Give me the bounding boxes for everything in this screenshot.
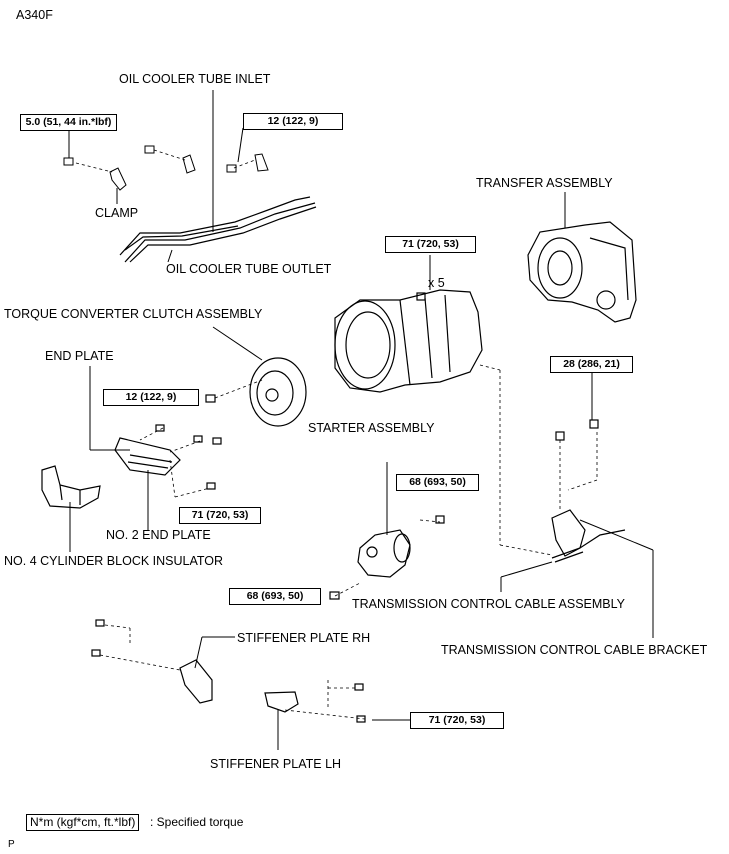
label-clamp: CLAMP bbox=[95, 206, 139, 220]
label-no2-end-plate: NO. 2 END PLATE bbox=[106, 528, 211, 542]
torque-box-starter-bolt: 68 (693, 50) bbox=[229, 588, 321, 605]
stiffener-plates-shape bbox=[91, 619, 366, 723]
cable-bracket-shape bbox=[551, 419, 626, 563]
label-transmission-control-cable-assembly: TRANSMISSION CONTROL CABLE ASSEMBLY bbox=[352, 597, 625, 611]
leader-lines bbox=[68, 90, 654, 750]
model-code: A340F bbox=[16, 8, 53, 22]
label-no4-cylinder-block-insulator: NO. 4 CYLINDER BLOCK INSULATOR bbox=[4, 554, 224, 568]
insulator-shape bbox=[41, 465, 101, 509]
label-oil-cooler-tube-outlet: OIL COOLER TUBE OUTLET bbox=[166, 262, 332, 276]
oil-cooler-tubes bbox=[119, 196, 317, 263]
legend-unit-box: N*m (kgf*cm, ft.*lbf) bbox=[26, 814, 140, 831]
end-plates-shape bbox=[114, 424, 222, 490]
torque-box-clamp-bolt: 5.0 (51, 44 in.*lbf) bbox=[20, 114, 117, 131]
starter-shape bbox=[329, 515, 445, 600]
tube-clamps bbox=[63, 145, 269, 191]
label-transfer-assembly: TRANSFER ASSEMBLY bbox=[476, 176, 613, 190]
label-oil-cooler-tube-inlet: OIL COOLER TUBE INLET bbox=[119, 72, 271, 86]
torque-box-starter-nut: 68 (693, 50) bbox=[396, 474, 479, 491]
label-stiffener-plate-rh: STIFFENER PLATE RH bbox=[237, 631, 371, 645]
torque-box-torque-converter-bolt: 12 (122, 9) bbox=[103, 389, 199, 406]
torque-converter-shape bbox=[205, 357, 307, 427]
label-starter-assembly: STARTER ASSEMBLY bbox=[308, 421, 435, 435]
label-stiffener-plate-lh: STIFFENER PLATE LH bbox=[210, 757, 342, 771]
transmission-shape bbox=[334, 289, 483, 393]
dashed-lines bbox=[75, 149, 598, 720]
torque-box-transmission-bolts: 71 (720, 53) bbox=[385, 236, 476, 253]
torque-box-end-plate-bolt: 71 (720, 53) bbox=[179, 507, 261, 524]
torque-box-tube-clamp-bolt: 12 (122, 9) bbox=[243, 113, 343, 130]
torque-box-bracket-bolt: 28 (286, 21) bbox=[550, 356, 633, 373]
page-marker: P bbox=[8, 839, 15, 850]
label-torque-converter-clutch-assembly: TORQUE CONVERTER CLUTCH ASSEMBLY bbox=[4, 307, 263, 321]
label-transmission-control-cable-bracket: TRANSMISSION CONTROL CABLE BRACKET bbox=[441, 643, 708, 657]
label-end-plate: END PLATE bbox=[45, 349, 114, 363]
label-bolt-count: x 5 bbox=[428, 276, 445, 290]
transfer-assembly-shape bbox=[527, 221, 637, 323]
legend-description: : Specified torque bbox=[150, 815, 244, 829]
torque-box-stiffener-bolt: 71 (720, 53) bbox=[410, 712, 504, 729]
